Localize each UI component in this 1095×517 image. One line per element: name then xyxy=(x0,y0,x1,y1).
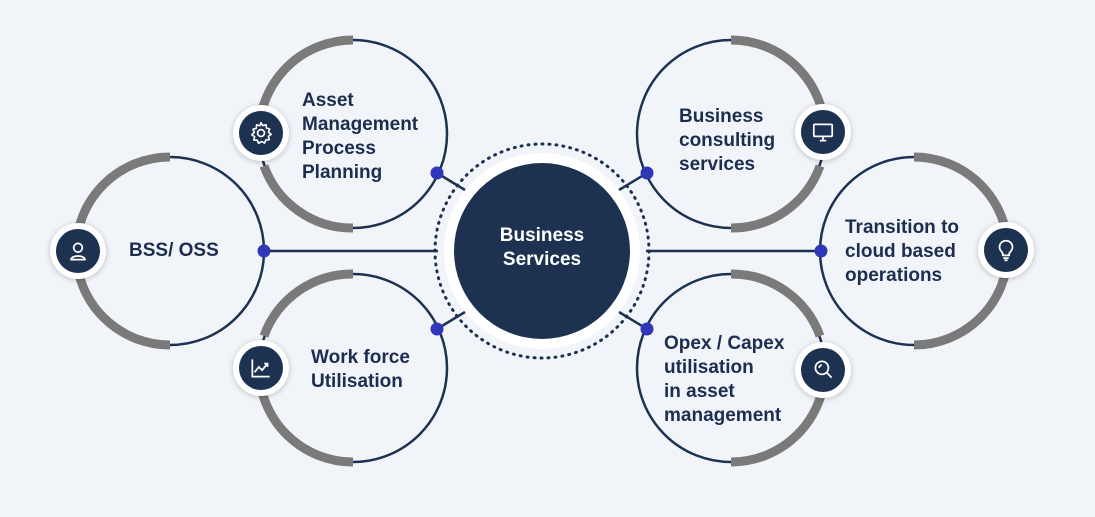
node-label-asset-management: Asset Management Process Planning xyxy=(302,90,419,183)
node-label-bss-oss: BSS/ OSS xyxy=(129,240,219,261)
dot-asset-management xyxy=(430,166,444,180)
lightbulb-icon xyxy=(998,239,1014,262)
badge-work-force xyxy=(233,340,289,396)
badge-bss-oss xyxy=(50,223,106,279)
dot-cloud-transition xyxy=(814,244,828,258)
gear-icon xyxy=(250,121,272,145)
person-icon xyxy=(70,242,86,261)
dot-work-force xyxy=(430,322,444,336)
node-label-cloud-transition: Transition to cloud based operations xyxy=(845,217,959,286)
dot-opex-capex xyxy=(640,322,654,336)
badge-business-consulting xyxy=(795,104,851,160)
node-label-business-consulting: Business consulting services xyxy=(679,106,776,175)
monitor-icon xyxy=(812,123,834,142)
dot-bss-oss xyxy=(257,244,271,258)
center-label: Business Services xyxy=(499,225,585,270)
badge-asset-management xyxy=(233,105,289,161)
center-hub xyxy=(433,142,651,360)
badge-opex-capex xyxy=(795,342,851,398)
magnifier-icon xyxy=(814,360,833,379)
badge-cloud-transition xyxy=(978,222,1034,278)
chart-trend-icon xyxy=(251,359,270,378)
connection-dots xyxy=(257,166,828,336)
dot-business-consulting xyxy=(640,166,654,180)
node-label-opex-capex: Opex / Capex utilisation in asset manage… xyxy=(664,333,785,426)
node-label-work-force: Work force Utilisation xyxy=(311,347,410,392)
